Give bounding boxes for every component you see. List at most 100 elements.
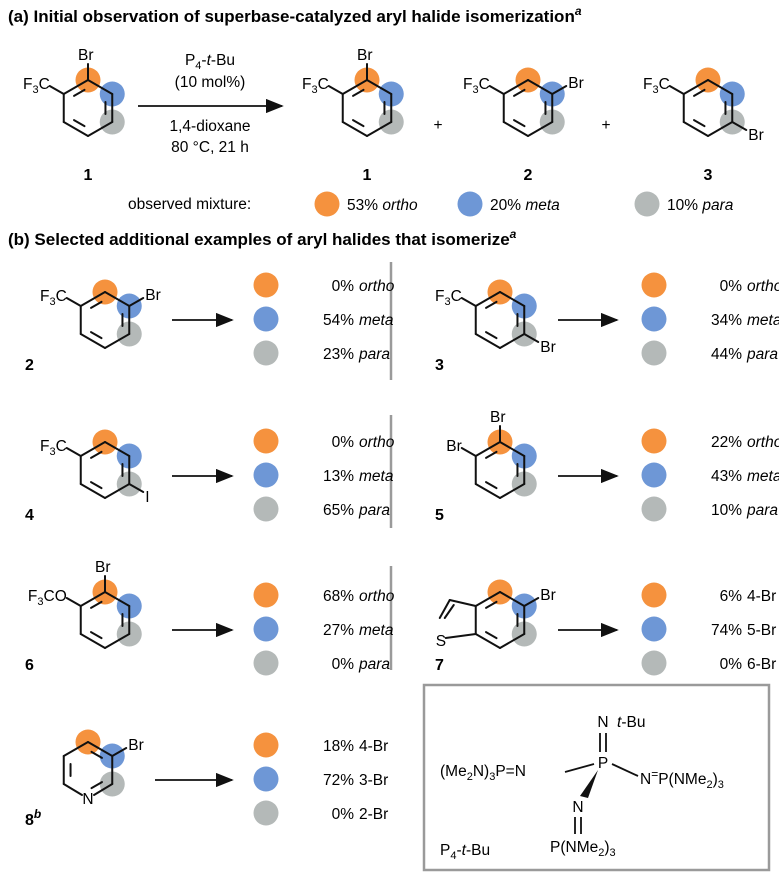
- result-position: para: [358, 656, 390, 673]
- meta-result-dot: [641, 462, 667, 488]
- result-value: 54%: [323, 312, 354, 329]
- cf3-group: F3C: [40, 438, 67, 458]
- product-label-1: 1: [363, 167, 372, 184]
- ortho-result-dot: [253, 272, 279, 298]
- meta-result-dot: [253, 766, 279, 792]
- result-position: para: [746, 502, 778, 519]
- compound-label-5: 5: [435, 507, 444, 524]
- result-value: 72%: [323, 772, 354, 789]
- result-value: 65%: [323, 502, 354, 519]
- compound-label-6: 6: [25, 657, 34, 674]
- catalyst-box: [422, 683, 771, 872]
- result-value: 22%: [711, 434, 742, 451]
- catalyst-loading: (10 mol%): [175, 74, 246, 91]
- compound-label-2: 2: [25, 357, 34, 374]
- result-value: 23%: [323, 346, 354, 363]
- result-position: 3-Br: [359, 772, 388, 789]
- cf3-group: F3C: [40, 288, 67, 308]
- compound-8-structure: NBr: [62, 729, 144, 808]
- product-label-3: 3: [704, 167, 713, 184]
- s-atom: S: [436, 633, 446, 650]
- cf3-group: F3C: [23, 76, 50, 96]
- meta-result-dot: [641, 306, 667, 332]
- result-value: 44%: [711, 346, 742, 363]
- br-atom-top: Br: [490, 409, 506, 426]
- para-mixture-dot: [634, 191, 660, 217]
- para-result-dot: [253, 650, 279, 676]
- result-position: para: [358, 346, 390, 363]
- product-label-2: 2: [524, 167, 533, 184]
- br-atom-left: Br: [446, 438, 462, 455]
- result-value: 43%: [711, 468, 742, 485]
- ortho-result-dot: [253, 582, 279, 608]
- br-atom: Br: [540, 339, 556, 356]
- meta-result-dot: [641, 616, 667, 642]
- section-b-title: (b) Selected additional examples of aryl…: [8, 227, 517, 249]
- compound-label-8: 8b: [25, 807, 41, 829]
- ortho-result-dot: [641, 272, 667, 298]
- result-position: para: [746, 346, 778, 363]
- catalyst-left-group: (Me2N)3P=N: [440, 763, 526, 783]
- result-position: meta: [747, 468, 779, 485]
- meta-result-dot: [253, 462, 279, 488]
- observed-mixture: 53% ortho 20% meta 10% para: [314, 191, 734, 217]
- result-position: ortho: [359, 588, 395, 605]
- result-value: 0%: [720, 656, 743, 673]
- mixture-meta: 20% meta: [490, 197, 560, 214]
- catalyst-right-group: N=P(NMe2)3: [640, 767, 724, 791]
- cf3-group: F3C: [302, 76, 329, 96]
- result-position: meta: [359, 312, 394, 329]
- result-position: 2-Br: [359, 806, 388, 823]
- catalyst-bottom-group: P(NMe2)3: [550, 839, 616, 859]
- para-result-dot: [253, 800, 279, 826]
- result-value: 18%: [323, 738, 354, 755]
- result-position: meta: [359, 622, 394, 639]
- result-value: 68%: [323, 588, 354, 605]
- result-position: 4-Br: [747, 588, 776, 605]
- reactant-label: 1: [84, 167, 93, 184]
- para-result-dot: [641, 650, 667, 676]
- ortho-result-dot: [253, 732, 279, 758]
- result-position: ortho: [747, 434, 779, 451]
- catalyst-bottom-n: N: [572, 799, 583, 816]
- para-result-dot: [641, 496, 667, 522]
- meta-result-dot: [253, 306, 279, 332]
- mixture-label: observed mixture:: [128, 196, 251, 213]
- br-atom: Br: [145, 287, 161, 304]
- br-atom: Br: [128, 737, 144, 754]
- catalyst-box-name: P4-t-Bu: [440, 842, 490, 862]
- solvent: 1,4-dioxane: [169, 118, 250, 135]
- mixture-ortho: 53% ortho: [347, 197, 418, 214]
- cf3-group: F3C: [463, 76, 490, 96]
- result-position: ortho: [359, 434, 395, 451]
- ortho-mixture-dot: [314, 191, 340, 217]
- compound-4-structure: I F3C: [40, 429, 150, 506]
- meta-mixture-dot: [457, 191, 483, 217]
- result-value: 10%: [711, 502, 742, 519]
- result-value: 0%: [332, 656, 355, 673]
- br-atom: Br: [540, 587, 556, 604]
- br-atom: Br: [357, 47, 373, 64]
- mixture-para: 10% para: [667, 197, 734, 214]
- conditions: 80 °C, 21 h: [171, 139, 249, 156]
- compound-label-7: 7: [435, 657, 444, 674]
- br-atom: Br: [95, 559, 111, 576]
- result-position: meta: [359, 468, 394, 485]
- i-atom: I: [145, 489, 149, 506]
- cf3-group: F3CO: [28, 588, 67, 608]
- plus-sign-2: +: [601, 117, 610, 134]
